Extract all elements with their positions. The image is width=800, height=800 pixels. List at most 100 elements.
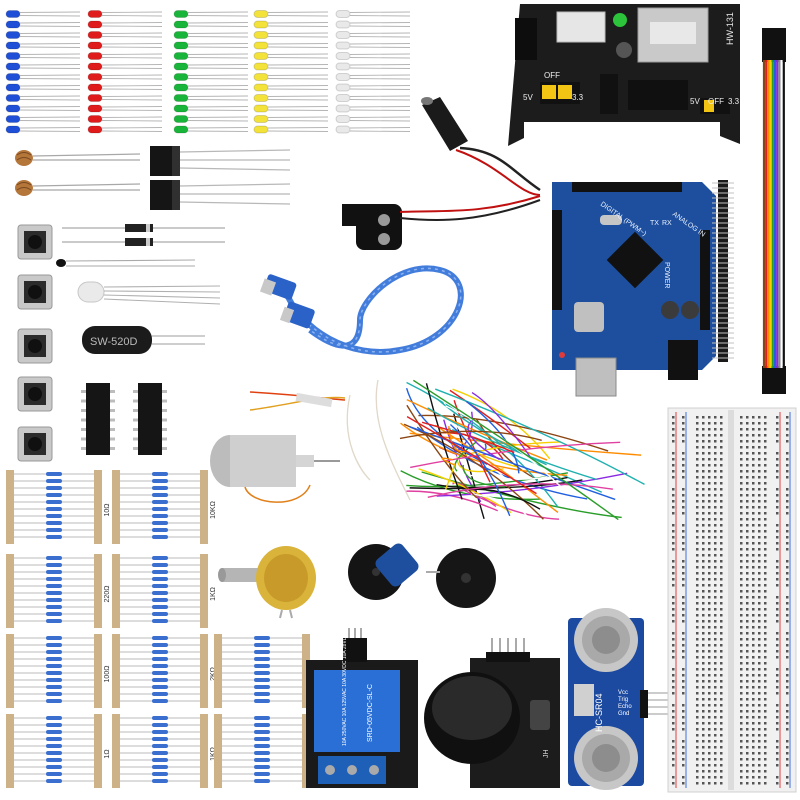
led <box>335 41 411 50</box>
led <box>87 52 163 60</box>
tactile-push-button <box>17 426 53 462</box>
breadboard-power-module: HW-131 5V OFF 3.3 5V OFF 3.3 <box>508 4 740 146</box>
power-33-left-label: 3.3 <box>572 93 584 102</box>
tilt-switch-label: SW-520D <box>90 336 138 348</box>
power-33-right-label: 3.3 <box>728 97 740 106</box>
solderless-breadboard <box>667 407 797 793</box>
resistor-strip: 1MΩ <box>214 634 319 708</box>
led <box>87 62 163 71</box>
dip-ic <box>81 383 115 455</box>
photoresistor <box>15 150 141 166</box>
resistor-value-label: 220Ω <box>104 586 111 603</box>
ultrasonic-sensor: HC-SR04 Vcc Trig Echo Gnd <box>568 608 668 790</box>
led <box>87 125 163 134</box>
jumper-wire <box>454 441 478 472</box>
arduino-uno-board: DIGITAL (PWM~) ANALOG IN POWER TX RX <box>552 182 716 397</box>
joystick-module: JH <box>424 638 560 788</box>
resistor-strip: 2KΩ <box>112 634 217 708</box>
led <box>5 52 81 60</box>
led <box>173 31 249 39</box>
jumper-wire <box>406 416 537 495</box>
resistor-value-label: 1KΩ <box>210 587 217 601</box>
power-off-right-label: OFF <box>708 97 724 106</box>
power-5v-left-label: 5V <box>523 93 533 102</box>
pin-header-strip <box>712 180 734 362</box>
resistor-strip: 10Ω <box>6 470 111 544</box>
resistor-strip: 10KΩ <box>112 470 217 544</box>
ultrasonic-model-label: HC-SR04 <box>594 693 604 732</box>
led <box>335 52 411 60</box>
resistor-strips: 10Ω10KΩ220Ω1KΩ100Ω2KΩ1MΩ1Ω1KΩ100KΩ <box>6 470 319 788</box>
resistor-strip: 100KΩ <box>214 714 319 788</box>
relay-model-label: SRD-05VDC-SL-C <box>367 684 374 742</box>
arduino-power-label: POWER <box>663 262 670 288</box>
led <box>173 83 249 92</box>
thermistor <box>56 259 196 267</box>
led <box>335 31 411 39</box>
jumper-wire <box>427 407 597 481</box>
tilt-switch: SW-520D <box>82 326 205 354</box>
led <box>253 52 329 60</box>
resistor-strip: 220Ω <box>6 554 111 628</box>
dupont-jumper-ribbon <box>762 28 786 394</box>
led <box>87 41 163 50</box>
jumper-wire <box>403 423 544 520</box>
led <box>173 10 249 18</box>
led <box>253 73 329 81</box>
led <box>5 83 81 92</box>
led <box>173 104 249 113</box>
passive-buzzer <box>426 548 496 608</box>
ultrasonic-pin-label: Vcc <box>618 690 628 696</box>
led <box>173 41 249 50</box>
power-module-label: HW-131 <box>725 12 735 45</box>
led <box>87 10 163 18</box>
led <box>335 20 411 29</box>
led <box>335 62 411 71</box>
jumper-wire <box>409 426 616 501</box>
led <box>335 83 411 92</box>
arduino-tx-label: TX <box>650 220 659 227</box>
led <box>253 41 329 50</box>
transistor-to92 <box>150 180 291 210</box>
led <box>5 73 81 81</box>
jumper-wire <box>405 388 488 465</box>
ultrasonic-pin-label: Gnd <box>618 711 629 717</box>
tactile-push-button <box>17 376 53 412</box>
battery-snap-9v-icon <box>342 195 541 250</box>
resistor-value-label: 100Ω <box>104 666 111 683</box>
led <box>335 73 411 81</box>
transistors <box>150 146 291 210</box>
jumper-wire <box>441 457 455 466</box>
relay-module: SRD-05VDC-SL-C 10A 250VAC 10A 125VAC 10A… <box>306 628 418 788</box>
resistor-value-label: 2KΩ <box>210 667 217 681</box>
led <box>253 20 329 29</box>
led <box>173 125 249 134</box>
jumper-wire <box>406 398 548 461</box>
jumper-wire <box>449 423 511 517</box>
push-buttons <box>17 224 53 462</box>
jumper-wire <box>412 379 619 521</box>
power-off-left-label: OFF <box>544 71 560 80</box>
led <box>5 115 81 123</box>
led <box>5 104 81 113</box>
jumper-wire <box>471 391 532 459</box>
led <box>5 41 81 50</box>
ultrasonic-pin-label: Trig <box>618 697 628 703</box>
led <box>173 20 249 29</box>
resistor-value-label: 1Ω <box>104 749 111 758</box>
resistor-value-label: 1KΩ <box>210 747 217 761</box>
resistor-strip: 1KΩ <box>112 554 217 628</box>
led <box>335 104 411 113</box>
led <box>335 115 411 123</box>
ultrasonic-pin-label: Echo <box>618 704 632 710</box>
jumper-wire <box>399 430 542 441</box>
led <box>5 62 81 71</box>
jumper-wire <box>475 418 538 481</box>
led <box>253 94 329 102</box>
resistor-strip: 100Ω <box>6 634 111 708</box>
dip-ic-chips <box>81 383 167 455</box>
led-group-blue <box>5 10 81 134</box>
jumper-wire <box>416 426 588 500</box>
led <box>87 31 163 39</box>
jumper-wire <box>476 452 517 468</box>
